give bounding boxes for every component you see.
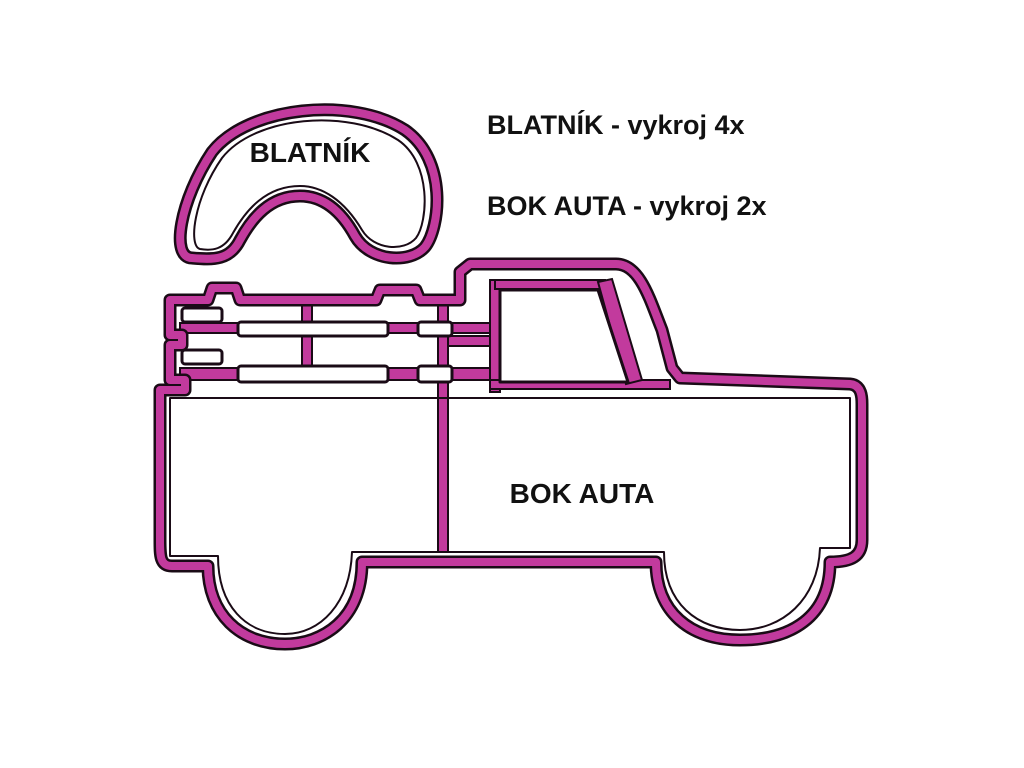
car-side-cutter: BOK AUTA [153,257,869,651]
fender-cut-note: BLATNÍK - vykroj 4x [487,109,745,140]
fender-label: BLATNÍK [250,137,371,168]
bed-slots [180,306,454,384]
car-side-cut-note: BOK AUTA - vykroj 2x [487,191,767,221]
fender-accent [176,105,441,263]
car-side-label: BOK AUTA [510,478,655,509]
fender-inner-edge [193,119,426,251]
cab-window [498,288,630,384]
car-body-inner-edge [169,397,851,635]
fender-outline [173,103,444,266]
car-side-accent [156,260,866,648]
fender-cutter: BLATNÍK [173,103,444,266]
